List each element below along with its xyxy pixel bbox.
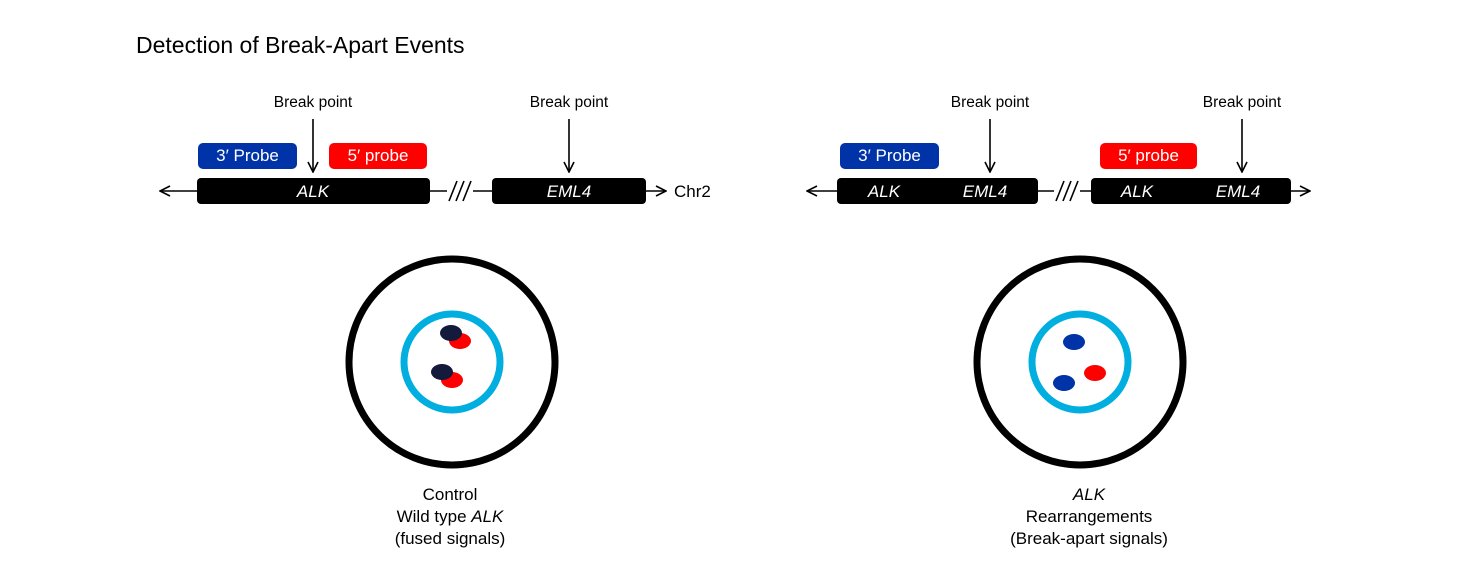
left-caption-line-1: Control: [422, 485, 478, 504]
chromosome-label: Chr2: [674, 182, 711, 201]
right-segment-2-alk-label: ALK: [1120, 182, 1154, 201]
left-eml4-gene-box: [492, 178, 646, 204]
right-segment-2-box: [1091, 178, 1291, 204]
right-segment-1-alk-label: ALK: [867, 182, 901, 201]
left-probe-3-label: 3′ Probe: [216, 146, 279, 165]
left-alk-gene-box: [197, 178, 430, 204]
left-fused-signal-2: [431, 364, 453, 380]
left-caption-line-2-text: Wild type: [396, 507, 472, 526]
left-eml4-gene-label: EML4: [547, 182, 591, 201]
right-segment-1-eml4-label: EML4: [963, 182, 1007, 201]
left-chromosome-break-symbol: [447, 180, 473, 202]
left-break-point-label-2: Break point: [530, 94, 609, 111]
left-probe-3-badge: [198, 143, 297, 169]
right-caption-line-3: (Break-apart signals): [1010, 529, 1168, 548]
right-blue-signal-2: [1053, 375, 1075, 391]
left-break-point-label-1: Break point: [274, 94, 353, 111]
right-blue-signal-1: [1063, 334, 1085, 350]
left-caption-line-2: Wild type ALK: [300, 506, 600, 528]
left-probe-5-badge: [329, 143, 427, 169]
right-probe-5-label: 5′ probe: [1118, 146, 1179, 165]
right-caption: ALK Rearrangements (Break-apart signals): [939, 484, 1239, 550]
right-break-point-label-2: Break point: [1203, 94, 1282, 111]
right-red-signal: [1084, 365, 1106, 381]
page-title: Detection of Break-Apart Events: [136, 32, 465, 58]
left-cell-nucleus: [400, 310, 504, 414]
left-alk-gene-label: ALK: [296, 182, 330, 201]
right-panel: ALK EML4 ALK EML4 3′ Probe 5′ probe Brea…: [807, 94, 1310, 469]
right-caption-line-1: ALK: [1072, 485, 1106, 504]
left-panel: ALK EML4 Chr2 3′ Probe 5′ probe Break po…: [160, 94, 711, 469]
right-chromosome-break-symbol: [1054, 180, 1080, 202]
right-segment-2-eml4-label: EML4: [1216, 182, 1260, 201]
right-probe-3-badge: [840, 143, 939, 169]
right-probe-5-badge: [1100, 143, 1197, 169]
left-caption-line-3: (fused signals): [394, 529, 506, 548]
right-segment-1-box: [837, 178, 1038, 204]
left-caption-gene: ALK: [471, 507, 504, 526]
right-probe-3-label: 3′ Probe: [858, 146, 921, 165]
left-caption: Control Wild type ALK (fused signals): [300, 484, 600, 550]
right-break-point-label-1: Break point: [951, 94, 1030, 111]
right-cell-membrane: [973, 255, 1187, 469]
right-caption-line-2: Rearrangements: [1025, 507, 1153, 526]
left-cell-membrane: [345, 255, 559, 469]
left-fused-signal-1: [440, 325, 462, 341]
right-cell-nucleus: [1028, 310, 1132, 414]
left-probe-5-label: 5′ probe: [348, 146, 409, 165]
